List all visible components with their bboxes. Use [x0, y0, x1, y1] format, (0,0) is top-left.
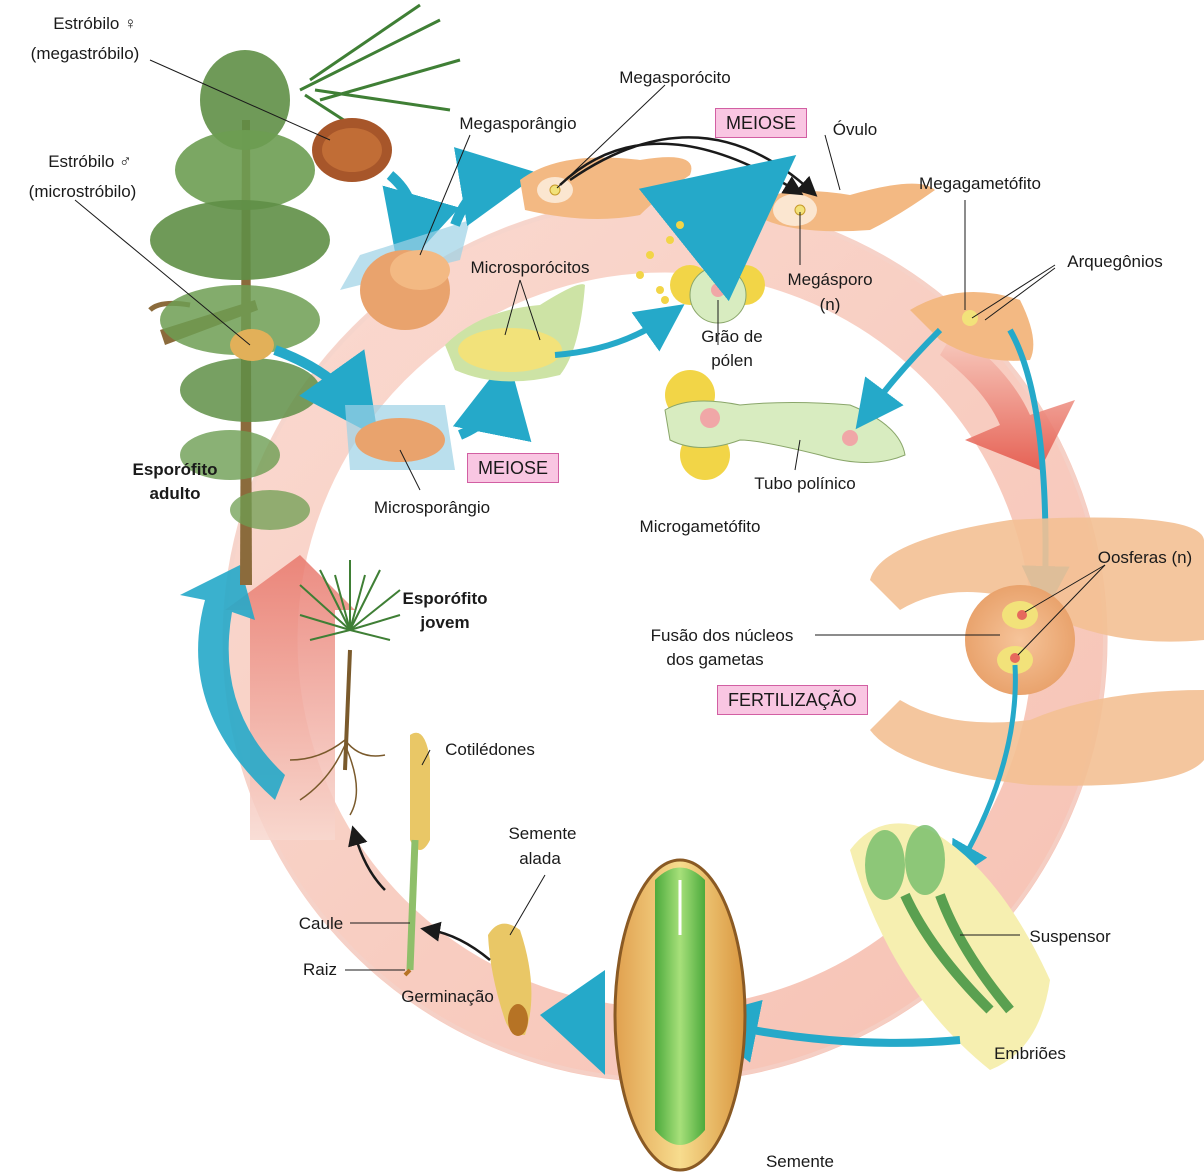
label-nuclei-fusion-2: dos gametas — [650, 648, 780, 672]
label-megasporangium: Megasporângio — [448, 112, 588, 136]
arrow-microsporangium-up — [460, 395, 500, 435]
label-embryos: Embriões — [985, 1042, 1075, 1066]
label-male-strobilus: Estróbilo ♂ — [25, 150, 155, 174]
label-megasporocyte: Megasporócito — [605, 66, 745, 90]
arrow-megasporangium-to-ovule — [455, 180, 500, 225]
label-seed: Semente — [760, 1150, 840, 1174]
label-pollen-tube: Tubo polínico — [740, 472, 870, 496]
label-winged-seed-1: Semente — [495, 822, 590, 846]
microsporangium-illustration — [345, 405, 455, 470]
label-adult-sporophyte-1: Esporófito — [115, 458, 235, 482]
seed-illustration — [615, 860, 745, 1170]
arrow-cone-to-megasporangium — [390, 175, 413, 235]
label-stem: Caule — [292, 912, 350, 936]
label-microstrobilus: (microstróbilo) — [10, 180, 155, 204]
label-root: Raiz — [295, 958, 345, 982]
stage-fertilization: FERTILIZAÇÃO — [717, 685, 868, 715]
label-megaspore-ploidy: (n) — [805, 293, 855, 317]
label-pollen-grain-1: Grão de — [692, 325, 772, 349]
label-egg-cells: Oosferas (n) — [1085, 546, 1204, 570]
stage-meiosis-top: MEIOSE — [715, 108, 807, 138]
label-germination: Germinação — [390, 985, 505, 1009]
label-megastrobilus: (megastróbilo) — [15, 42, 155, 66]
label-microsporangium: Microsporângio — [362, 496, 502, 520]
label-suspensor: Suspensor — [1020, 925, 1120, 949]
label-young-sporophyte-2: jovem — [385, 611, 505, 635]
label-winged-seed-2: alada — [510, 847, 570, 871]
label-young-sporophyte-1: Esporófito — [385, 587, 505, 611]
label-pollen-grain-2: pólen — [700, 349, 764, 373]
stage-meiosis-mid: MEIOSE — [467, 453, 559, 483]
ovule-top-right — [760, 184, 935, 232]
label-adult-sporophyte-2: adulto — [115, 482, 235, 506]
label-ovule: Óvulo — [825, 118, 885, 142]
label-nuclei-fusion-1: Fusão dos núcleos — [632, 624, 812, 648]
label-megaspore: Megásporo — [775, 268, 885, 292]
label-microsporocytes: Microsporócitos — [465, 256, 595, 280]
label-microgametophyte: Microgametófito — [625, 515, 775, 539]
label-archegonia: Arquegônios — [1055, 250, 1175, 274]
label-megagametophyte: Megagametófito — [915, 172, 1045, 196]
label-cotyledons: Cotilédones — [430, 738, 550, 762]
pollen-tube-illustration — [665, 370, 905, 480]
label-female-strobilus: Estróbilo ♀ — [30, 12, 160, 36]
